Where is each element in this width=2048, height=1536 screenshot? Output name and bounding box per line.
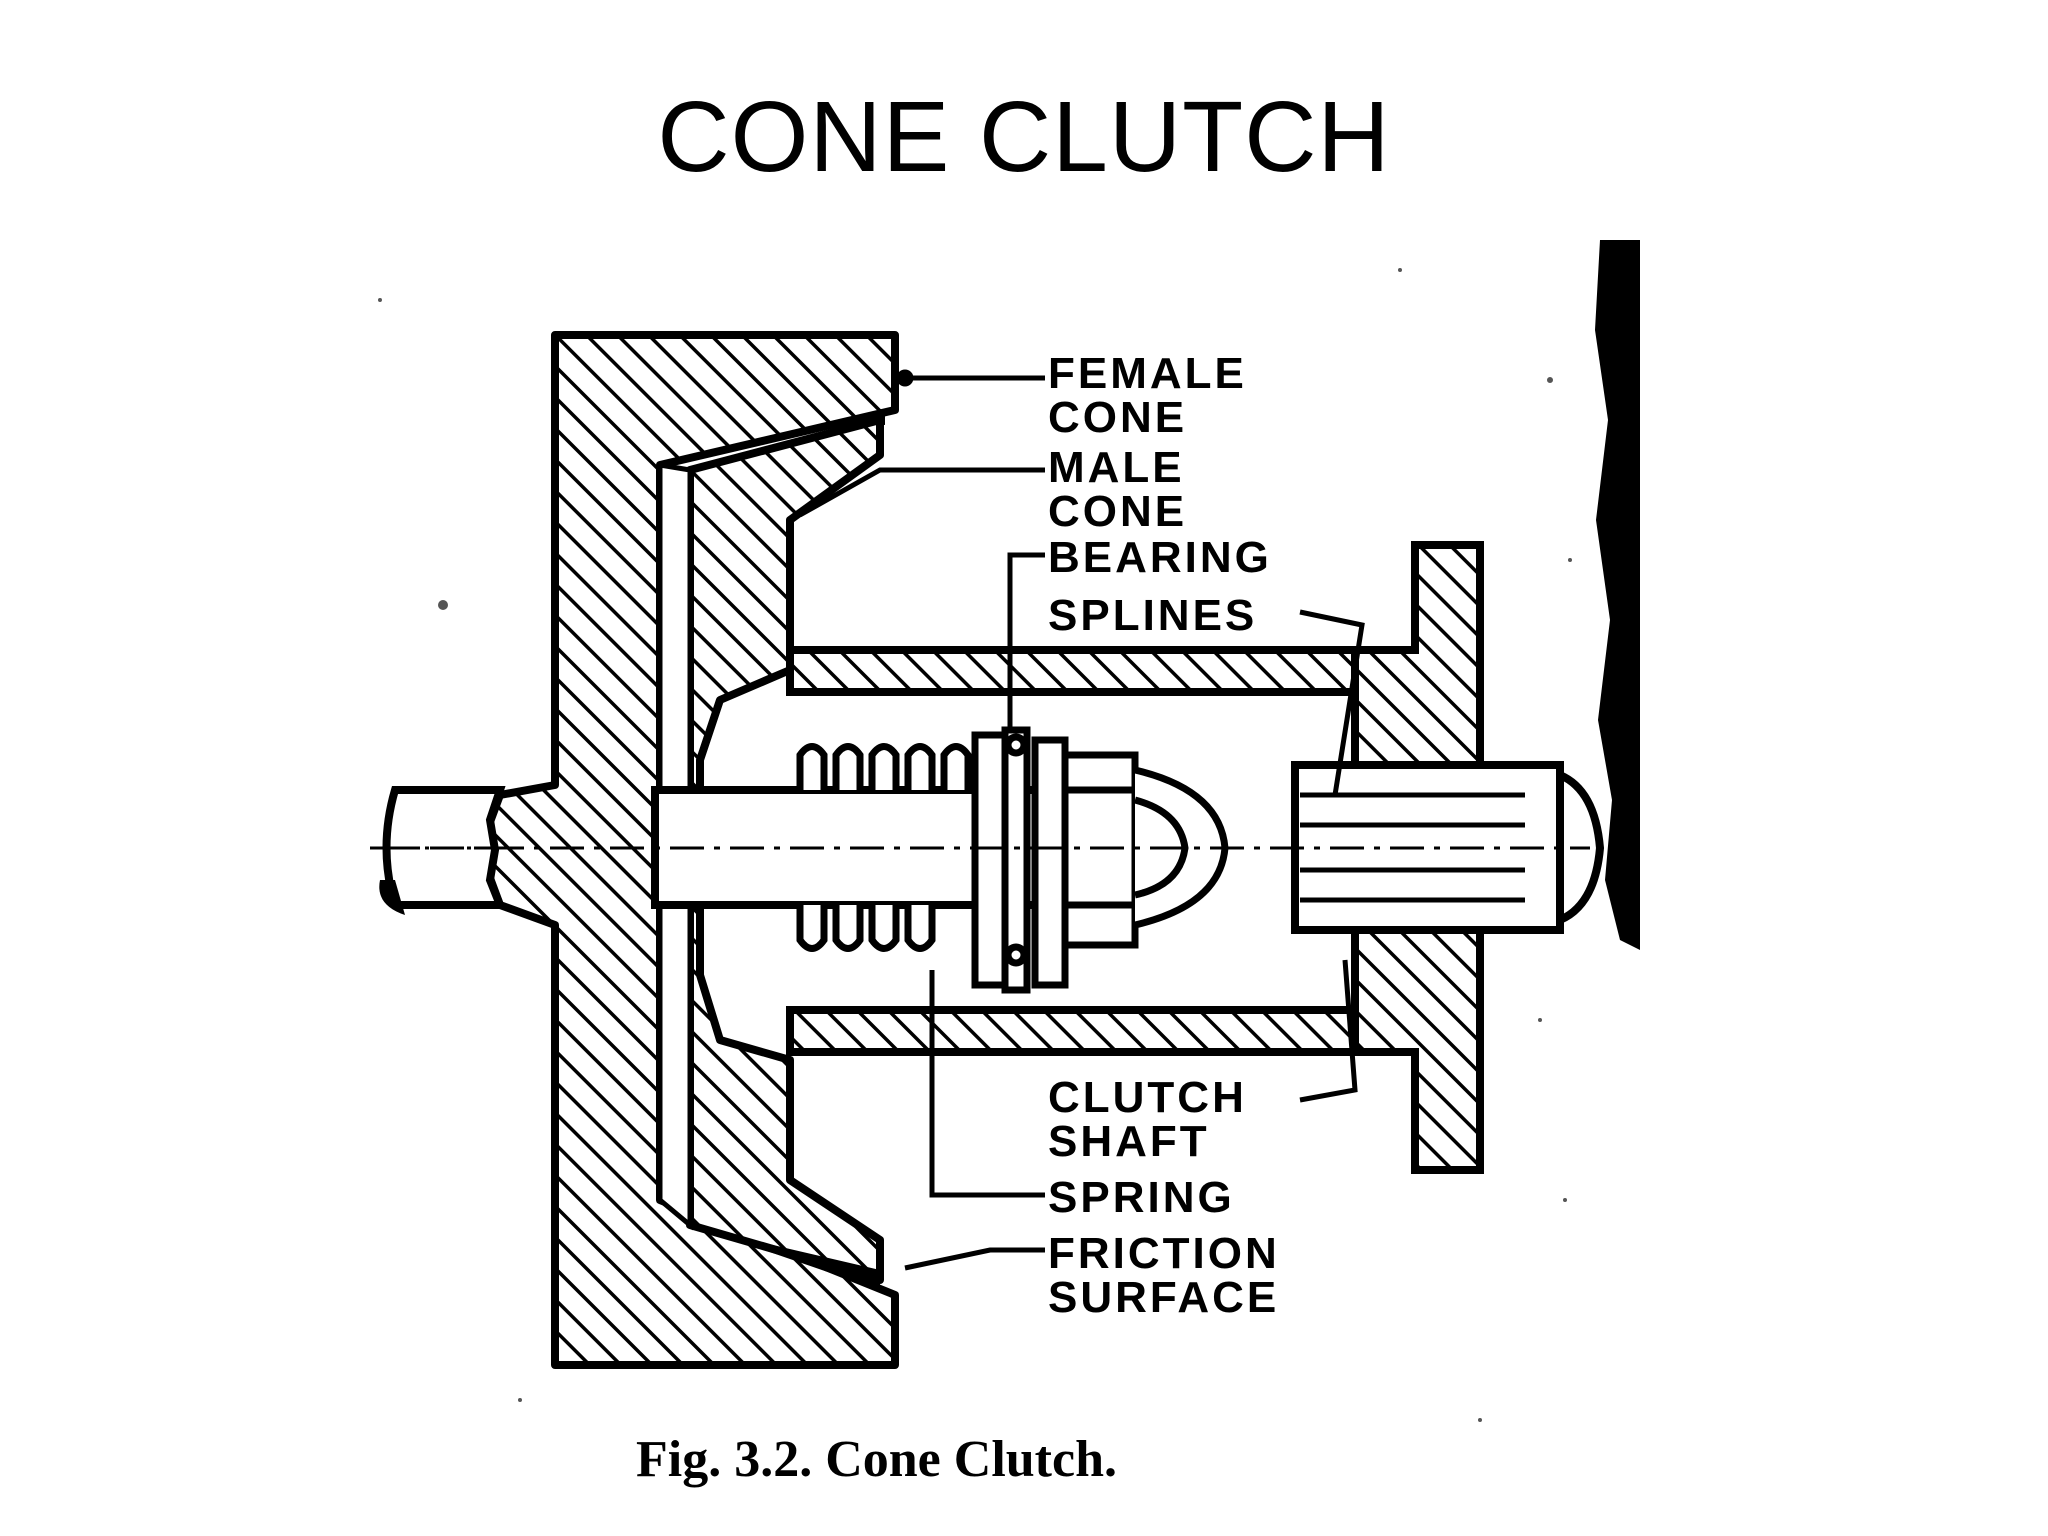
spring bbox=[796, 743, 972, 952]
label-bearing: BEARING bbox=[1048, 533, 1272, 582]
bearing bbox=[971, 726, 1069, 994]
sleeve-top bbox=[786, 646, 1359, 696]
label-splines: SPLINES bbox=[1048, 591, 1257, 640]
male-cone bbox=[686, 416, 884, 1284]
leader-lines bbox=[798, 369, 1365, 1271]
label-spring: SPRING bbox=[1048, 1173, 1235, 1222]
label-male-cone-1: MALE bbox=[1048, 443, 1185, 492]
label-female-cone-1: FEMALE bbox=[1048, 349, 1247, 398]
slide-title: CONE CLUTCH bbox=[657, 81, 1391, 193]
nut bbox=[1061, 751, 1229, 949]
figure-caption: Fig. 3.2. Cone Clutch. bbox=[636, 1431, 1117, 1488]
sleeve-bottom bbox=[786, 1006, 1359, 1056]
scan-edge-shadow bbox=[1595, 240, 1640, 950]
label-female-cone-2: CONE bbox=[1048, 393, 1187, 442]
label-clutch-shaft-2: SHAFT bbox=[1048, 1117, 1210, 1166]
label-friction-surface-1: FRICTION bbox=[1048, 1229, 1280, 1278]
scan-specks bbox=[378, 268, 1572, 1422]
label-male-cone-2: CONE bbox=[1048, 487, 1187, 536]
label-clutch-shaft-1: CLUTCH bbox=[1048, 1073, 1247, 1122]
label-friction-surface-2: SURFACE bbox=[1048, 1273, 1279, 1322]
